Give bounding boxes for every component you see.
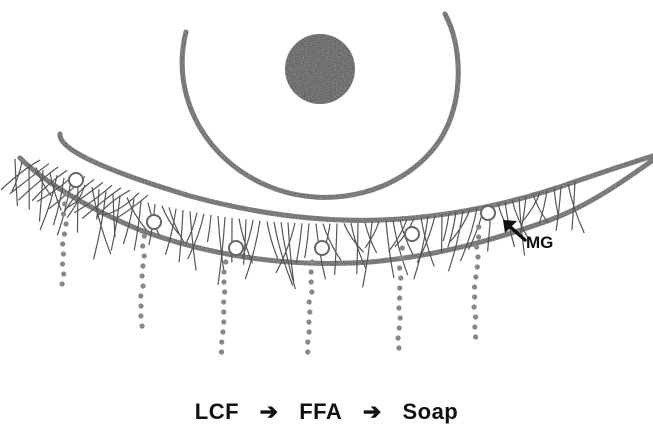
- eyelash: [357, 223, 358, 274]
- gland-dot: [142, 233, 147, 238]
- gland-dot: [400, 245, 405, 250]
- gland-dot: [140, 243, 145, 248]
- gland-dot: [397, 265, 402, 270]
- gland-dot: [221, 269, 226, 274]
- eyelash: [460, 208, 477, 261]
- gland-dot: [305, 349, 310, 354]
- eyelash: [443, 213, 449, 241]
- gland-dot: [62, 201, 67, 206]
- right-arrow-icon: ➔: [260, 399, 279, 425]
- meibomian-glands: [59, 173, 495, 355]
- eyelash: [414, 216, 428, 279]
- gland-dot: [63, 221, 68, 226]
- gland-dot: [221, 299, 226, 304]
- gland-dot: [476, 234, 481, 239]
- gland-dot: [60, 261, 65, 266]
- gland-dot: [142, 253, 147, 258]
- gland-orifice: [69, 173, 83, 187]
- gland-dot: [63, 191, 68, 196]
- gland-dot: [61, 251, 66, 256]
- gland-dot: [221, 309, 226, 314]
- gland-dot: [471, 304, 476, 309]
- eyelash: [165, 209, 176, 255]
- gland-dot: [398, 275, 403, 280]
- gland-dot: [140, 263, 145, 268]
- gland-dot: [395, 335, 400, 340]
- eyelash: [305, 223, 309, 258]
- gland-dot: [138, 303, 143, 308]
- gland-dot: [476, 224, 481, 229]
- gland-dot: [59, 281, 64, 286]
- gland-dot: [475, 264, 480, 269]
- gland-dot: [139, 273, 144, 278]
- gland-dot: [62, 231, 67, 236]
- gland-orifice: [229, 241, 243, 255]
- gland-dot: [219, 339, 224, 344]
- gland-dot: [475, 254, 480, 259]
- gland-dot: [396, 345, 401, 350]
- gland-orifice: [315, 241, 329, 255]
- gland-dot: [472, 324, 477, 329]
- eyelash: [179, 210, 183, 262]
- eyelash: [267, 221, 278, 258]
- gland-dot: [472, 294, 477, 299]
- eyelash: [335, 223, 337, 274]
- gland-dot: [138, 293, 143, 298]
- gland-dot: [398, 315, 403, 320]
- gland-orifice: [481, 206, 495, 220]
- gland-dot: [473, 334, 478, 339]
- gland-orifice: [147, 215, 161, 229]
- gland-dot: [221, 319, 226, 324]
- gland-dot: [60, 241, 65, 246]
- eyelash: [162, 206, 179, 235]
- gland-dot: [473, 314, 478, 319]
- gland-dot: [472, 284, 477, 289]
- gland-dot: [307, 309, 312, 314]
- gland-dot: [474, 244, 479, 249]
- eyelash: [296, 223, 302, 263]
- eyelash: [207, 215, 211, 242]
- gland-dot: [397, 285, 402, 290]
- gland-dot: [222, 289, 227, 294]
- gland-dot: [396, 305, 401, 310]
- gland-dot: [307, 299, 312, 304]
- mg-label: MG: [526, 233, 553, 252]
- caption-lcf: LCF: [195, 399, 239, 425]
- gland-dot: [223, 259, 228, 264]
- eyelash: [77, 183, 78, 233]
- gland-dot: [309, 279, 314, 284]
- gland-dot: [306, 319, 311, 324]
- eyelash: [554, 188, 558, 214]
- gland-dot: [140, 283, 145, 288]
- gland-dot: [139, 323, 144, 328]
- caption-soap: Soap: [402, 399, 458, 425]
- gland-dot: [400, 255, 405, 260]
- gland-dot: [221, 279, 226, 284]
- gland-orifice: [405, 227, 419, 241]
- gland-dot: [219, 349, 224, 354]
- gland-dot: [307, 329, 312, 334]
- gland-dot: [309, 289, 314, 294]
- mg-pointer: MG: [503, 220, 553, 252]
- eyelashes: [1, 159, 584, 289]
- gland-dot: [61, 211, 66, 216]
- eyelash: [94, 191, 106, 259]
- right-arrow-icon: ➔: [363, 399, 382, 425]
- gland-dot: [305, 339, 310, 344]
- gland-dot: [61, 271, 66, 276]
- pupil: [285, 34, 355, 104]
- gland-dot: [138, 313, 143, 318]
- eyelash: [448, 212, 456, 247]
- gland-dot: [309, 269, 314, 274]
- gland-dot: [397, 325, 402, 330]
- gland-dot: [220, 329, 225, 334]
- gland-dot: [310, 259, 315, 264]
- caption-ffa: FFA: [299, 399, 342, 425]
- eyelash: [344, 223, 364, 252]
- gland-dot: [473, 274, 478, 279]
- process-caption: LCF ➔ FFA ➔ Soap: [0, 398, 653, 425]
- gland-dot: [397, 295, 402, 300]
- eyelash: [572, 181, 575, 230]
